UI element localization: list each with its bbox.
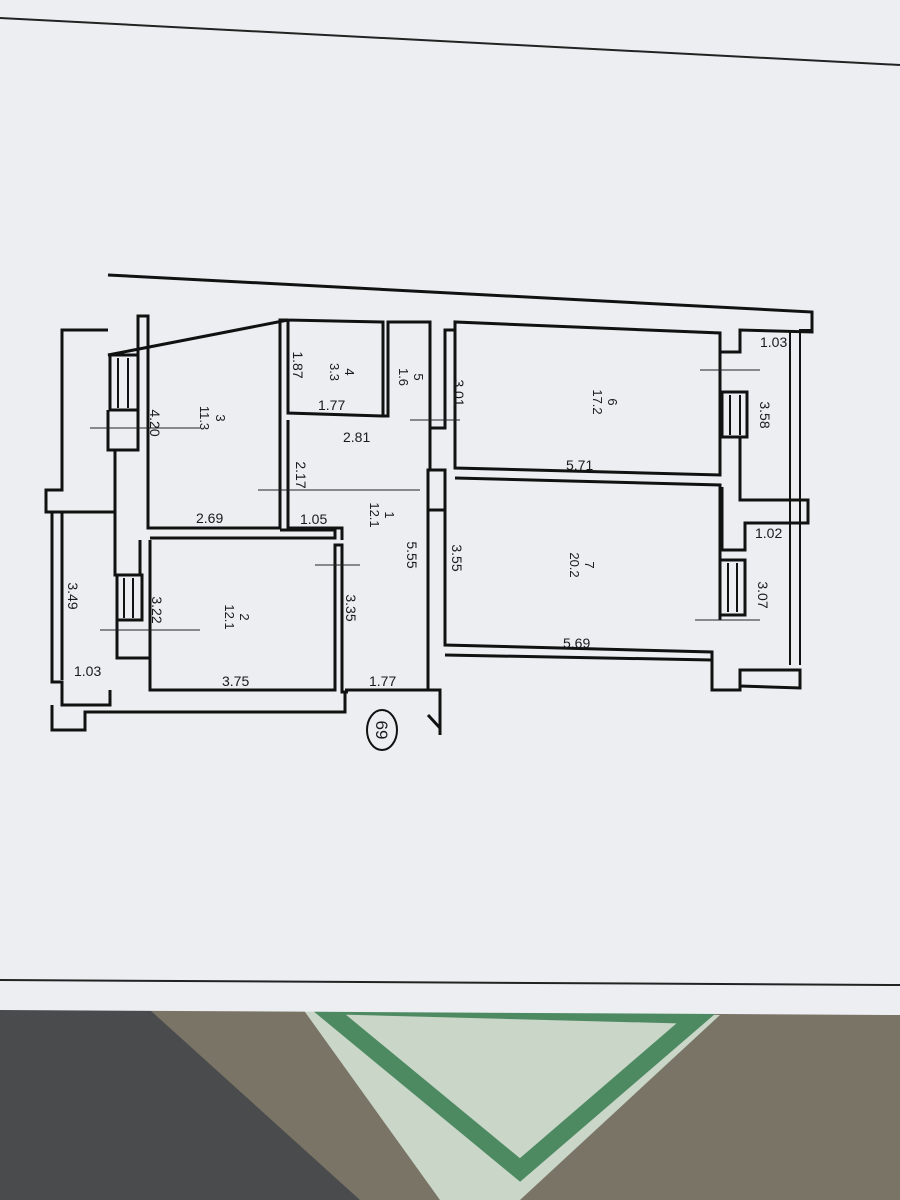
dim-room6-width: 5.71 [566,457,593,473]
window-right-top [720,390,749,439]
paper-sheet [0,0,900,1015]
dim-room2-height: 3.22 [149,596,165,623]
balcony-left-upper [44,328,108,514]
room-7-id: 7 [582,561,597,568]
dim-room2-inner-height: 3.35 [343,594,359,621]
dim-balcony-top-right: 1.03 [760,334,787,350]
room-3-id: 3 [213,414,228,421]
room-labels: 3 11.3 4 3.3 5 1.6 1 12.1 2 12.1 6 17.2 … [197,363,620,630]
dim-corridor-width: 1.77 [369,673,396,689]
dim-room7-width: 5.69 [563,635,590,651]
window-left-bottom [115,573,144,622]
room2-top-wall [148,528,337,658]
certificate-paper [300,1005,720,1200]
dim-room6-height: 3.58 [757,401,773,428]
dim-room2-width: 3.75 [222,673,249,689]
dim-room7-left: 3.55 [449,544,465,571]
paper-frame-top [0,17,900,66]
room2-walls [115,543,348,694]
dim-hall-bottom-segment: 1.05 [300,511,327,527]
dim-room4-height: 1.87 [290,351,306,378]
room-3-area: 11.3 [197,406,212,430]
wall-left-mid [106,410,140,452]
apartment-number: 69 [372,721,391,740]
dim-room5-right: 3.01 [451,379,467,406]
room-2-id: 2 [237,613,252,620]
dim-room3-width: 2.69 [196,510,223,526]
room7-walls [443,510,802,692]
dim-room3-height: 4.20 [147,409,163,436]
paper-frame-bottom [0,979,900,986]
room-1-area: 12.1 [367,502,382,527]
dim-balcony-right: 1.02 [755,525,782,541]
dim-balcony-left-width: 1.03 [74,663,101,679]
apartment-plan [44,273,814,735]
dim-hall-width: 2.81 [343,429,370,445]
room-4-id: 4 [342,368,357,375]
dimension-labels: 2.69 4.20 1.87 1.77 2.81 2.17 1.05 5.55 … [65,334,787,689]
wall-right-mid [720,437,810,552]
window-right-bottom [718,558,747,617]
window-left-top [108,353,140,412]
dim-hall-height: 5.55 [404,541,420,568]
room-2-area: 12.1 [222,604,237,629]
dim-room4-width: 1.77 [318,397,345,413]
dim-room7-height: 3.07 [755,581,771,608]
hall-column [426,468,447,512]
room-7-area: 20.2 [567,552,582,577]
room-6-id: 6 [605,398,620,405]
dim-hall-segment: 2.17 [293,461,309,488]
room-5-area: 1.6 [396,368,411,386]
balcony-left-lower [50,512,347,732]
apartment-number-marker: 69 [366,709,398,751]
room-1-id: 1 [382,511,397,518]
dimension-lines [90,369,760,631]
room-4-area: 3.3 [327,363,342,381]
room-6-area: 17.2 [590,389,605,414]
room-5-id: 5 [411,373,426,380]
dim-balcony-left-height: 3.49 [65,582,81,609]
balcony-right [789,329,812,665]
stair-break [426,690,442,735]
